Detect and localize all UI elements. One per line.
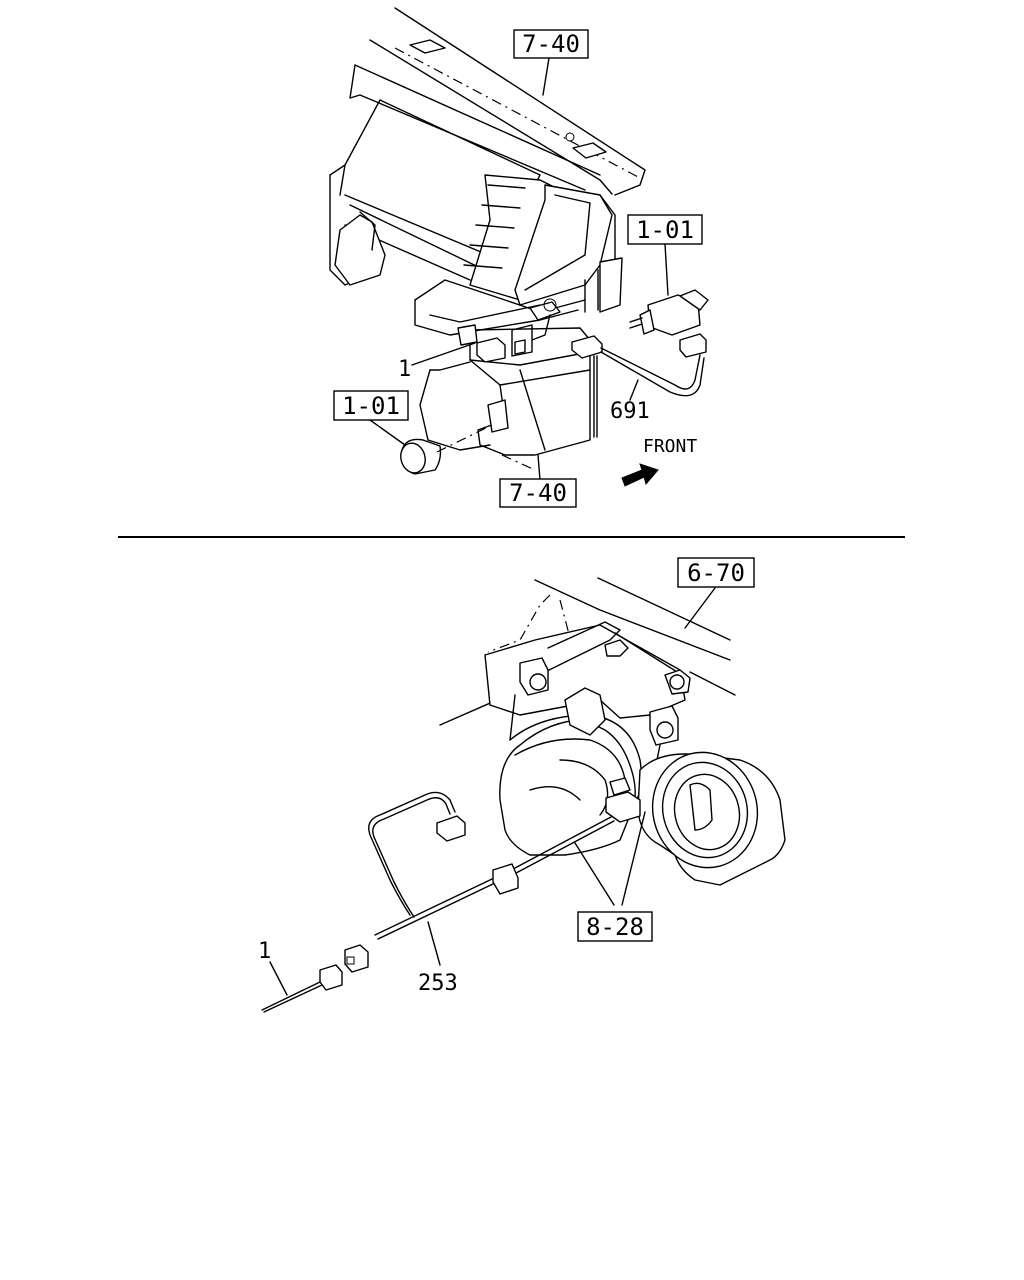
leader-part-253 bbox=[427, 921, 441, 966]
leader-panel-lower bbox=[537, 454, 541, 481]
callout-8-28: 8-28 bbox=[577, 911, 653, 942]
dashboard-illustration bbox=[329, 7, 709, 475]
front-label: FRONT bbox=[643, 436, 697, 457]
leader-horn-left bbox=[574, 842, 615, 906]
front-direction-indicator: FRONT bbox=[621, 436, 697, 487]
part-number-253: 253 bbox=[418, 971, 458, 996]
svg-text:8-28: 8-28 bbox=[586, 913, 644, 941]
svg-text:1-01: 1-01 bbox=[342, 392, 400, 420]
callout-7-40-lower: 7-40 bbox=[499, 478, 577, 508]
switch-knob-lower bbox=[400, 424, 493, 475]
horn-assembly-illustration bbox=[261, 577, 786, 1013]
leader-part-1-bottom bbox=[269, 961, 288, 996]
svg-text:7-40: 7-40 bbox=[509, 479, 567, 507]
part-number-691: 691 bbox=[610, 399, 650, 424]
leader-part-691 bbox=[629, 379, 639, 401]
leader-switch-lower bbox=[369, 419, 406, 446]
front-arrow-icon bbox=[621, 463, 659, 487]
callout-6-70: 6-70 bbox=[677, 557, 755, 588]
callout-1-01-lower: 1-01 bbox=[333, 390, 409, 421]
svg-text:1-01: 1-01 bbox=[636, 216, 694, 244]
leader-frame-ref bbox=[684, 587, 716, 629]
callout-1-01-upper: 1-01 bbox=[627, 214, 703, 245]
part-number-1-bottom: 1 bbox=[258, 939, 271, 964]
part-number-1-top: 1 bbox=[398, 357, 411, 382]
leader-part-1-top bbox=[411, 342, 476, 366]
leader-cowl bbox=[542, 57, 550, 96]
svg-text:6-70: 6-70 bbox=[687, 559, 745, 587]
callout-7-40-top: 7-40 bbox=[513, 29, 589, 59]
svg-text:7-40: 7-40 bbox=[522, 30, 580, 58]
leader-horn-right bbox=[621, 811, 646, 906]
leader-switch-upper bbox=[664, 243, 669, 296]
